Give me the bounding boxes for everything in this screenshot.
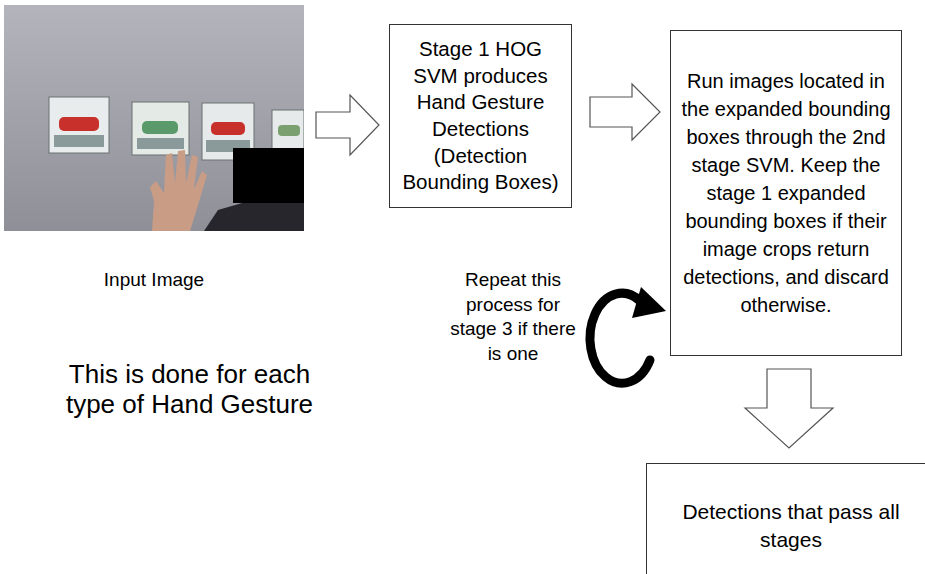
image-caption: Input Image: [0, 269, 334, 292]
note-text: This is done for each type of Hand Gestu…: [52, 360, 327, 420]
repeat-loop-head: [632, 287, 666, 318]
block-arrow: [745, 369, 833, 448]
painting: [132, 102, 189, 155]
input-image: Input Image: [4, 5, 304, 231]
input-photo: [4, 5, 304, 231]
block-arrow: [590, 84, 660, 140]
result-box: Detections that pass all stages: [646, 463, 925, 574]
box-text: Detections that pass all stages: [657, 498, 925, 555]
box-text: Stage 1 HOG SVM produces Hand Gesture De…: [398, 36, 563, 196]
block-arrow: [316, 95, 379, 155]
wall: [4, 5, 304, 231]
box-text: Run images located in the expanded bound…: [679, 67, 893, 319]
hand: [150, 150, 207, 231]
loop-note: Repeat this process for stage 3 if there…: [446, 268, 580, 367]
painting: [49, 97, 109, 153]
face-mask: [233, 148, 304, 203]
process-box: Run images located in the expanded bound…: [670, 30, 902, 356]
process-box: Stage 1 HOG SVM produces Hand Gesture De…: [389, 24, 572, 208]
